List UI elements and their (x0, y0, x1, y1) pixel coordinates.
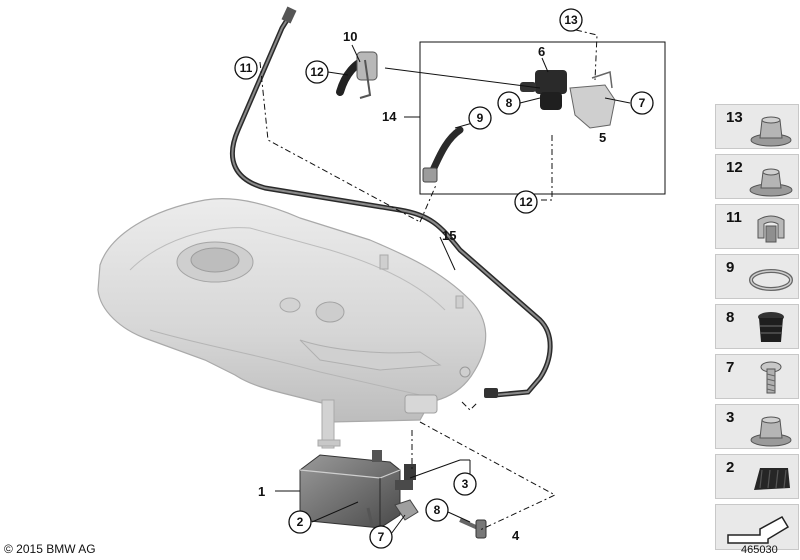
legend-item-9: 9 (715, 254, 799, 299)
svg-text:12: 12 (519, 195, 533, 209)
nut-icon (750, 416, 792, 447)
callout-9: 9 (468, 106, 492, 130)
copyright-text: © 2015 BMW AG (4, 542, 96, 556)
screw-icon (760, 361, 782, 394)
callout-8-top: 8 (497, 91, 521, 115)
svg-text:12: 12 (310, 65, 324, 79)
nut-icon (749, 168, 793, 197)
label-15: 15 (442, 228, 456, 243)
callout-7-bottom: 7 (369, 525, 393, 549)
diagram-number: 465030 (741, 544, 778, 556)
legend-item-arrow (715, 504, 799, 550)
fuel-lines (229, 6, 553, 398)
callout-13: 13 (559, 8, 583, 32)
svg-text:9: 9 (477, 111, 484, 125)
group-frame-14 (419, 41, 666, 195)
legend-item-2: 2 (715, 454, 799, 499)
hose-9 (422, 126, 464, 183)
callout-8-bottom: 8 (425, 498, 449, 522)
plain-labels: 10 6 14 5 15 1 4 (258, 29, 606, 543)
svg-text:8: 8 (434, 503, 441, 517)
svg-text:13: 13 (564, 13, 578, 27)
callout-12-top: 12 (305, 60, 329, 84)
vent-pipe-10 (336, 51, 378, 99)
svg-text:7: 7 (639, 96, 646, 110)
nut-icon (750, 116, 792, 147)
callout-11: 11 (234, 56, 258, 80)
svg-text:2: 2 (297, 515, 304, 529)
svg-text:8: 8 (506, 96, 513, 110)
legend-item-3: 3 (715, 404, 799, 449)
callout-12-bottom: 12 (514, 190, 538, 214)
label-10: 10 (343, 29, 357, 44)
legend-item-13: 13 (715, 104, 799, 149)
legend-item-11: 11 (715, 204, 799, 249)
callout-3: 3 (453, 472, 477, 496)
rubber-buffer-icon (754, 468, 790, 490)
clip-icon (757, 215, 785, 243)
purge-valve (520, 70, 567, 110)
label-5: 5 (599, 130, 606, 145)
label-4: 4 (512, 528, 520, 543)
label-6: 6 (538, 44, 545, 59)
callout-2: 2 (288, 510, 312, 534)
grommet-icon (758, 312, 784, 342)
label-1: 1 (258, 484, 265, 499)
legend-item-7: 7 (715, 354, 799, 399)
legend-item-12: 12 (715, 154, 799, 199)
svg-text:7: 7 (378, 530, 385, 544)
bracket (569, 70, 616, 129)
arrow-icon (727, 515, 790, 544)
label-14: 14 (382, 109, 397, 124)
callout-7-top: 7 (630, 91, 654, 115)
svg-text:3: 3 (462, 477, 469, 491)
reference-lines (259, 29, 598, 531)
legend-item-8: 8 (715, 304, 799, 349)
fuel-tank (97, 198, 487, 449)
carbon-canister (299, 450, 419, 529)
hose-clamp-icon (749, 269, 793, 291)
svg-text:11: 11 (240, 61, 253, 75)
